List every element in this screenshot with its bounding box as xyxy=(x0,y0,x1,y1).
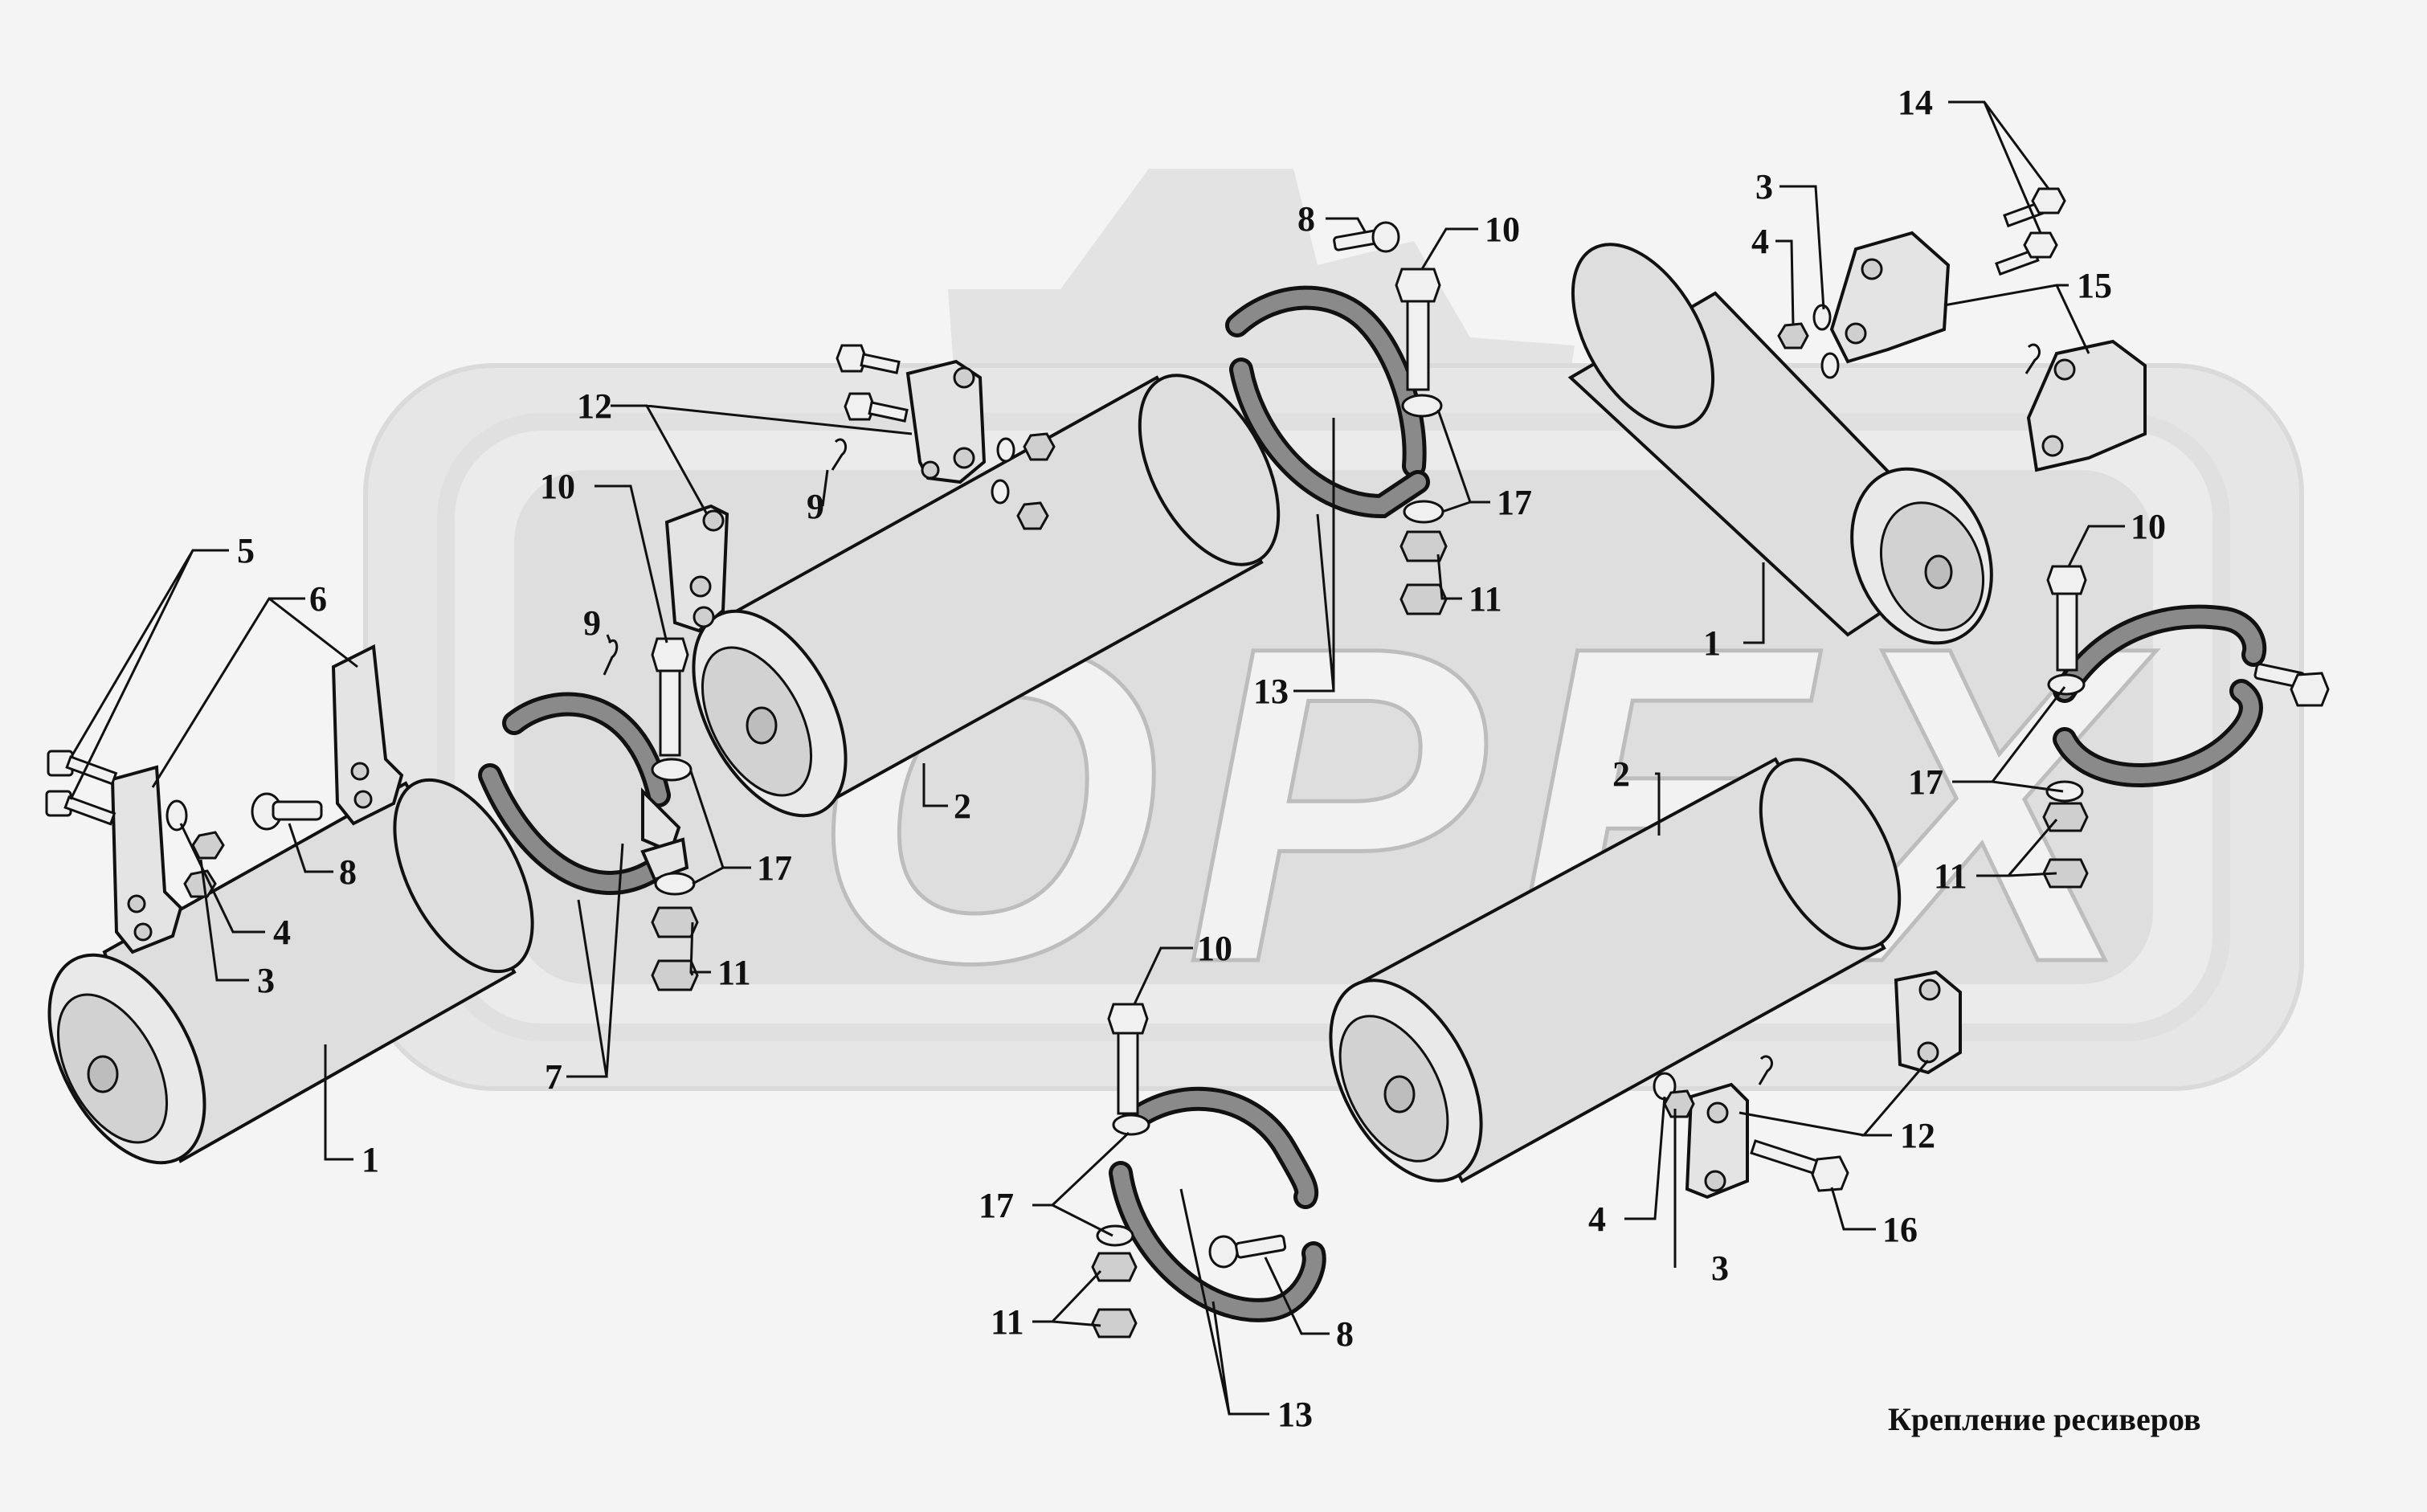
bolt-12-b-2 xyxy=(844,392,909,423)
callout-labels: 5 6 4 3 8 10 9 17 11 7 1 12 9 2 8 10 17 … xyxy=(237,83,2166,1434)
washer-4-left xyxy=(165,799,188,832)
clamp-right-a xyxy=(2053,604,2267,703)
callout-12-lower: 12 xyxy=(1900,1116,1935,1155)
callout-8-upper: 8 xyxy=(1297,199,1315,239)
callout-11-right: 11 xyxy=(1934,856,1967,896)
bolt-10-right xyxy=(2046,565,2087,672)
callout-1-right: 1 xyxy=(1703,623,1721,663)
callout-17-right: 17 xyxy=(1908,762,1943,802)
bolt-10-upper xyxy=(1395,268,1441,391)
callout-1: 1 xyxy=(362,1140,379,1179)
bolt-8-lower xyxy=(1208,1234,1287,1269)
callout-11-lower: 11 xyxy=(991,1302,1024,1342)
callout-8-lower: 8 xyxy=(1336,1314,1354,1354)
bolt-8-upper xyxy=(1333,221,1400,253)
bracket-12-upper-b xyxy=(905,359,987,484)
bolt-12-b-1 xyxy=(836,344,901,374)
callout-5: 5 xyxy=(237,531,255,570)
clamp-13-lower-a xyxy=(1121,1086,1319,1209)
bolt-10-left xyxy=(651,637,689,757)
callout-10-right: 10 xyxy=(2131,507,2166,546)
clamp-13-upper-a xyxy=(1225,285,1427,478)
cotter-pin-lower-right xyxy=(1758,1055,1773,1085)
receiver-tank-1-right xyxy=(1567,243,1993,645)
callout-17-lower: 17 xyxy=(979,1186,1014,1225)
callout-9-upper: 9 xyxy=(807,487,824,526)
bracket-12-lower-b xyxy=(1894,970,1962,1075)
clamp-7-lower xyxy=(478,763,689,895)
callout-7: 7 xyxy=(545,1057,562,1097)
callout-6: 6 xyxy=(309,579,327,619)
callout-2: 2 xyxy=(954,787,971,826)
cotter-pin-9-upper xyxy=(831,438,847,471)
nut-11-right xyxy=(2042,802,2089,889)
receiver-tank-1-left xyxy=(47,778,534,1165)
cotter-pin-upper-right xyxy=(2025,343,2041,374)
callout-10-lower: 10 xyxy=(1197,929,1232,968)
callout-17: 17 xyxy=(757,848,792,888)
bracket-15-lower xyxy=(2026,339,2147,472)
callout-10-upper: 10 xyxy=(1485,210,1520,249)
leader-lines xyxy=(69,100,2125,1416)
pin-8-left xyxy=(251,792,323,831)
bolt-14-a xyxy=(2003,187,2066,228)
bracket-6-right xyxy=(331,644,404,826)
callout-4: 4 xyxy=(273,913,291,952)
callout-3-upper-right: 3 xyxy=(1755,167,1773,206)
callout-4-lower: 4 xyxy=(1588,1199,1606,1239)
callout-2-right: 2 xyxy=(1612,754,1630,794)
bracket-15-upper xyxy=(1829,231,1951,364)
callout-11-upper: 11 xyxy=(1469,579,1502,619)
callout-14: 14 xyxy=(1898,83,1933,122)
callout-8: 8 xyxy=(339,852,357,892)
clamp-13-upper-b xyxy=(1229,358,1430,519)
callout-12: 12 xyxy=(577,386,612,426)
cotter-pin-9-left xyxy=(603,639,619,676)
clamp-right-b xyxy=(2053,679,2263,787)
washers-nuts-12-b xyxy=(991,432,1056,530)
bolt-10-lower xyxy=(1107,1003,1149,1115)
bracket-12-lower-a xyxy=(1685,1082,1749,1199)
nut-3-left xyxy=(183,831,225,898)
callout-3: 3 xyxy=(257,961,275,1000)
bolt-right-horizontal xyxy=(2253,663,2330,707)
callout-9: 9 xyxy=(583,603,601,643)
callout-15: 15 xyxy=(2077,266,2112,305)
callout-11: 11 xyxy=(717,953,751,992)
bracket-6-left xyxy=(110,765,183,954)
callout-13-upper: 13 xyxy=(1253,672,1289,711)
callout-10: 10 xyxy=(540,467,575,506)
callout-4-upper-right: 4 xyxy=(1751,222,1769,261)
washer-17-right xyxy=(2045,673,2086,803)
callout-13-lower: 13 xyxy=(1277,1395,1313,1434)
washer-17-lower xyxy=(1096,1114,1150,1247)
diagram-caption: Крепление ресиверов xyxy=(1888,1401,2201,1437)
washers-nuts-3-4-right xyxy=(1777,304,1840,379)
nut-11-lower xyxy=(1091,1252,1138,1338)
bolt-5-b xyxy=(45,790,116,826)
bolt-5-a xyxy=(47,750,118,786)
clamp-13-lower-b xyxy=(1109,1161,1326,1322)
callout-3-lower: 3 xyxy=(1711,1248,1729,1288)
receiver-tank-2-upper xyxy=(692,374,1281,818)
bolt-14-b xyxy=(1995,231,2058,276)
bolt-16 xyxy=(1750,1139,1849,1192)
bracket-12-upper-a xyxy=(664,504,729,633)
receiver-tank-2-lower xyxy=(1329,757,1902,1183)
callout-16: 16 xyxy=(1882,1210,1918,1249)
callout-17-upper: 17 xyxy=(1497,483,1532,522)
